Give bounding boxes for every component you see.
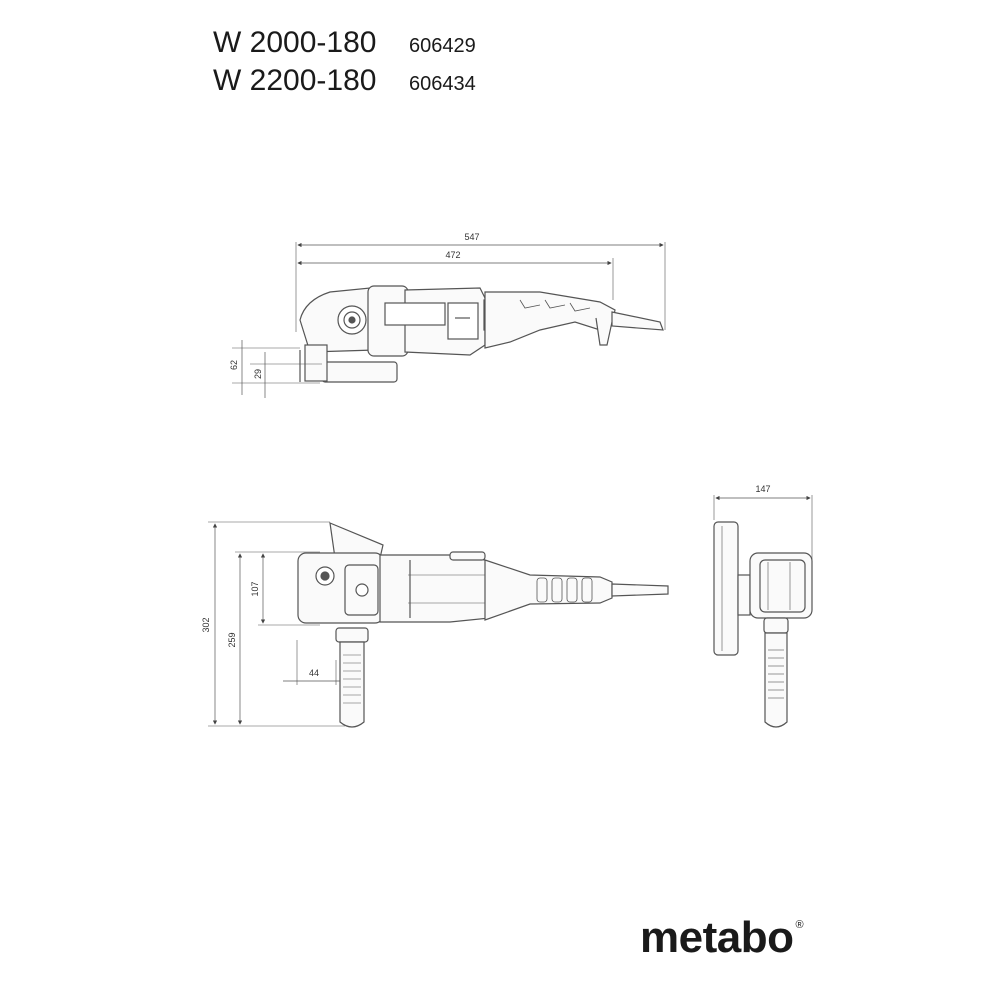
dim-62: 62 xyxy=(229,360,239,370)
dim-107: 107 xyxy=(250,581,260,596)
dim-259: 259 xyxy=(227,632,237,647)
brand-name: metabo xyxy=(640,913,794,962)
dim-547: 547 xyxy=(464,232,479,242)
registered-mark: ® xyxy=(795,919,804,931)
dim-44: 44 xyxy=(309,668,319,678)
article-number: 606429 xyxy=(409,35,476,57)
model-name: W 2000-180 xyxy=(213,26,377,59)
model-header: W 2000-180 606429 W 2200-180 606434 xyxy=(213,26,476,102)
dim-472: 472 xyxy=(445,250,460,260)
model-name: W 2200-180 xyxy=(213,64,377,97)
model-row: W 2200-180 606434 xyxy=(213,64,476,102)
dim-147: 147 xyxy=(755,484,770,494)
dim-29: 29 xyxy=(253,369,263,379)
dim-302: 302 xyxy=(201,617,211,632)
top-view xyxy=(208,521,669,728)
front-view xyxy=(713,495,813,728)
side-view xyxy=(232,242,666,398)
brand-logo: metabo® xyxy=(640,913,804,963)
article-number: 606434 xyxy=(409,73,476,95)
model-row: W 2000-180 606429 xyxy=(213,26,476,64)
